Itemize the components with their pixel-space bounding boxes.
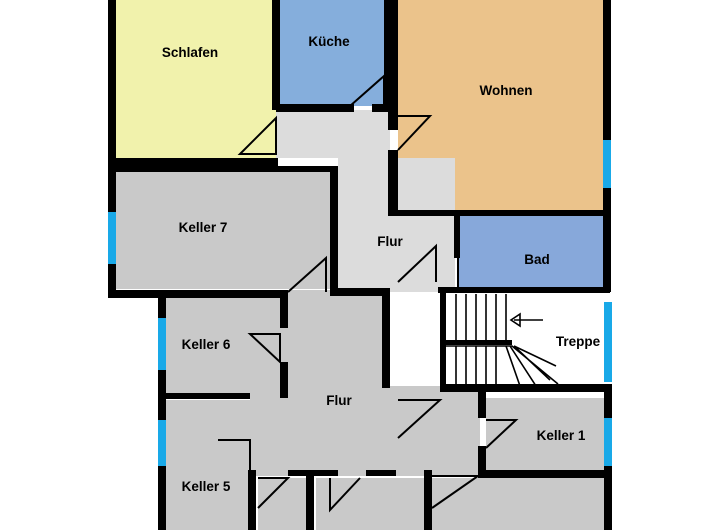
door-schlafen	[237, 115, 277, 155]
door-keller5	[218, 439, 251, 472]
room-keller-bottom-c	[432, 478, 604, 530]
label-keller1: Keller 1	[537, 428, 586, 443]
room-keller-bottom-b	[316, 478, 424, 530]
doors	[218, 73, 519, 513]
door-bad	[457, 254, 488, 289]
door-flur	[397, 243, 437, 283]
door-wohnen	[397, 115, 433, 151]
arrow-left-icon	[509, 312, 543, 328]
walls	[108, 0, 612, 530]
room-schlafen	[116, 0, 276, 158]
room-bad	[458, 214, 603, 287]
label-kueche: Küche	[308, 34, 350, 49]
room-flur-oben	[276, 110, 390, 158]
label-flur-oben: Flur	[377, 234, 403, 249]
staircase	[440, 293, 559, 388]
door-treppe	[397, 399, 443, 439]
room-keller7	[116, 170, 330, 289]
door-keller7	[287, 255, 327, 293]
label-flur-unten: Flur	[326, 393, 352, 408]
label-wohnen: Wohnen	[480, 83, 533, 98]
windows	[108, 140, 612, 466]
room-kueche	[280, 0, 384, 106]
label-keller6: Keller 6	[182, 337, 231, 352]
room-flur-unten	[250, 290, 388, 476]
label-keller5: Keller 5	[182, 479, 231, 494]
label-treppe: Treppe	[556, 334, 601, 349]
door-bottom-c	[431, 475, 482, 509]
door-keller1	[485, 419, 519, 449]
door-bottom-a	[257, 477, 291, 509]
label-bad: Bad	[524, 252, 550, 267]
room-treppe	[390, 293, 610, 386]
label-keller7: Keller 7	[179, 220, 228, 235]
room-keller-bottom-a	[258, 478, 306, 530]
door-bottom-b	[329, 477, 361, 513]
label-schlafen: Schlafen	[162, 45, 218, 60]
door-keller6	[247, 333, 281, 365]
room-keller1	[486, 398, 604, 470]
door-kueche	[349, 73, 385, 107]
room-keller5	[166, 440, 248, 530]
